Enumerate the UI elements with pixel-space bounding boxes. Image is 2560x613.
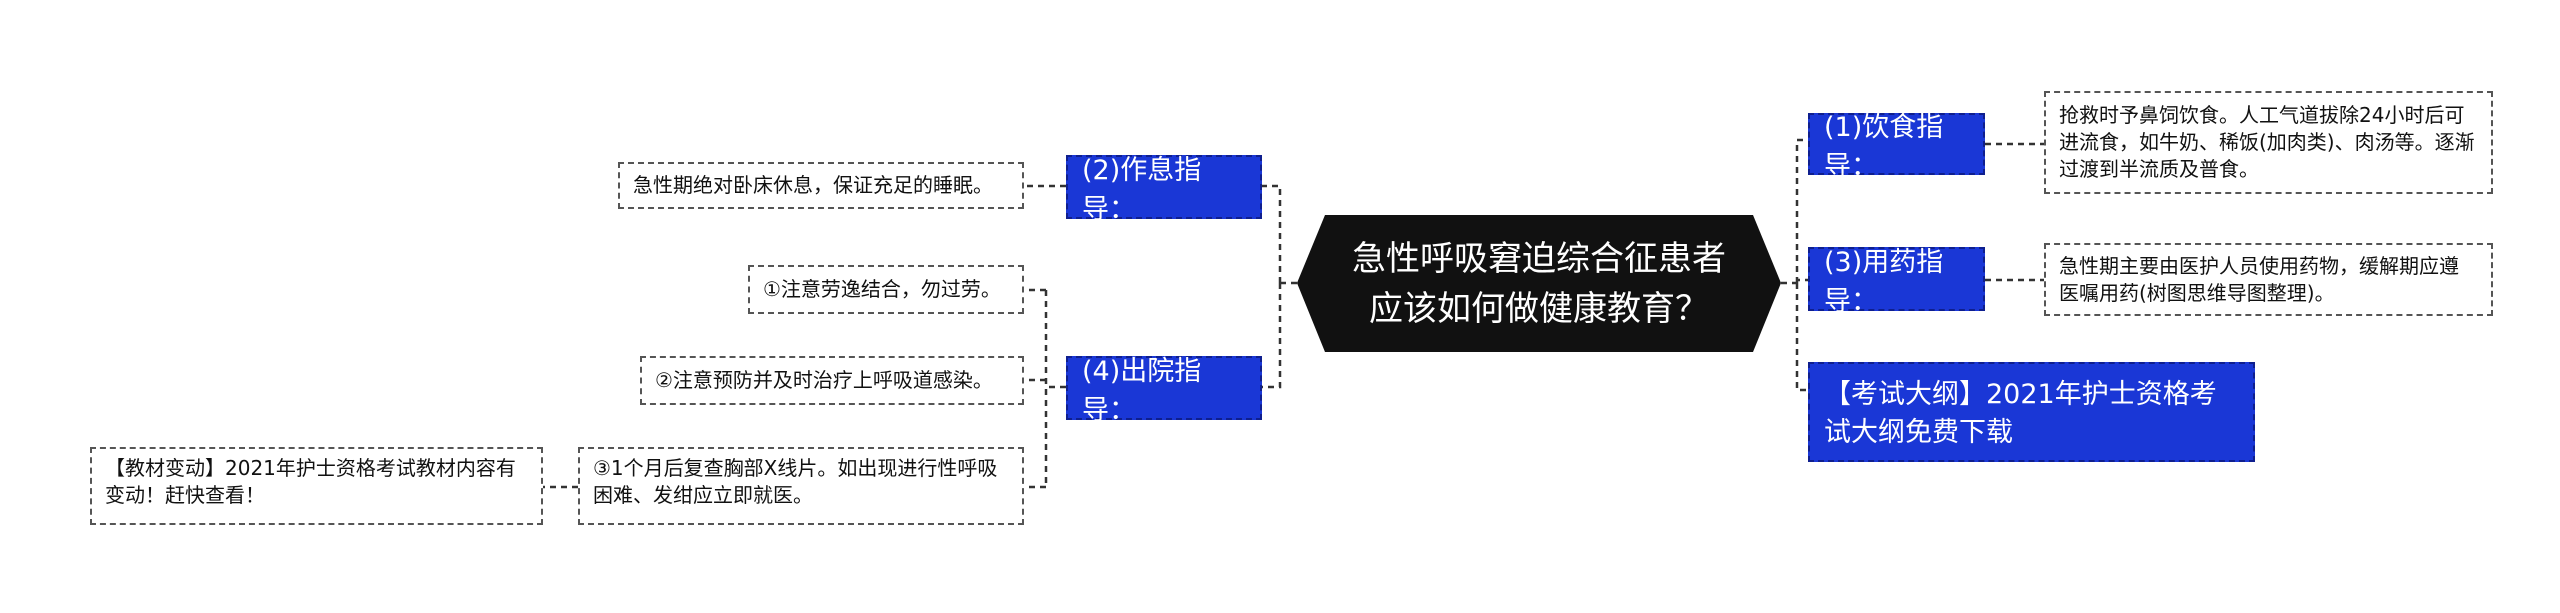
branch-exam-outline-link[interactable]: 【考试大纲】2021年护士资格考试大纲免费下载 xyxy=(1808,362,2255,462)
branch-medication-label: (3)用药指导： xyxy=(1824,247,1944,317)
leaf-discharge-item-3[interactable]: ③1个月后复查胸部X线片。如出现进行性呼吸困难、发绀应立即就医。 xyxy=(578,447,1024,525)
leaf-discharge-item-2-text: ②注意预防并及时治疗上呼吸道感染。 xyxy=(655,368,993,392)
branch-medication-guidance[interactable]: (3)用药指导： xyxy=(1808,247,1985,317)
leaf-discharge-item-1[interactable]: ①注意劳逸结合，勿过劳。 xyxy=(748,265,1024,314)
leaf-textbook-change-note[interactable]: 【教材变动】2021年护士资格考试教材内容有变动！赶快查看！ xyxy=(90,447,543,525)
central-topic[interactable]: 急性呼吸窘迫综合征患者 应该如何做健康教育？ xyxy=(1297,215,1781,352)
leaf-diet-text: 抢救时予鼻饲饮食。人工气道拔除24小时后可进流食，如牛奶、稀饭(加肉类)、肉汤等… xyxy=(2059,103,2475,181)
leaf-discharge-item-3-text: ③1个月后复查胸部X线片。如出现进行性呼吸困难、发绀应立即就医。 xyxy=(593,456,998,507)
leaf-medication-text: 急性期主要由医护人员使用药物，缓解期应遵医嘱用药(树图思维导图整理)。 xyxy=(2059,253,2459,305)
leaf-diet-detail[interactable]: 抢救时予鼻饲饮食。人工气道拔除24小时后可进流食，如牛奶、稀饭(加肉类)、肉汤等… xyxy=(2044,91,2493,194)
leaf-discharge-item-1-text: ①注意劳逸结合，勿过劳。 xyxy=(763,277,1001,301)
central-topic-shape xyxy=(1297,215,1781,352)
branch-diet-label: (1)饮食指导： xyxy=(1824,112,1944,182)
leaf-rest-text: 急性期绝对卧床休息，保证充足的睡眠。 xyxy=(633,173,993,197)
central-topic-title: 急性呼吸窘迫综合征患者 应该如何做健康教育？ xyxy=(1352,238,1726,329)
leaf-textbook-change-text: 【教材变动】2021年护士资格考试教材内容有变动！赶快查看！ xyxy=(105,456,516,507)
branch-discharge-guidance[interactable]: (4)出院指导： xyxy=(1066,356,1262,426)
branch-rest-guidance[interactable]: (2)作息指导： xyxy=(1066,155,1262,225)
leaf-medication-detail[interactable]: 急性期主要由医护人员使用药物，缓解期应遵医嘱用药(树图思维导图整理)。 xyxy=(2044,243,2493,316)
branch-exam-outline-label: 【考试大纲】2021年护士资格考试大纲免费下载 xyxy=(1824,379,2217,448)
leaf-discharge-item-2[interactable]: ②注意预防并及时治疗上呼吸道感染。 xyxy=(640,356,1024,405)
branch-rest-label: (2)作息指导： xyxy=(1082,155,1202,225)
branch-discharge-label: (4)出院指导： xyxy=(1082,356,1202,426)
leaf-rest-detail[interactable]: 急性期绝对卧床休息，保证充足的睡眠。 xyxy=(618,162,1024,209)
branch-diet-guidance[interactable]: (1)饮食指导： xyxy=(1808,112,1985,182)
